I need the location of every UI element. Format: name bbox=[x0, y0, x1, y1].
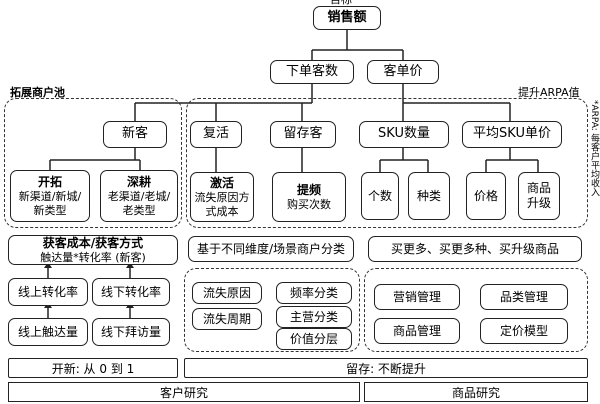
activate-desc: 流失原因方式成本 bbox=[194, 190, 250, 218]
new-bar: 开新: 从 0 到 1 bbox=[8, 358, 178, 378]
reactivate-node: 复活 bbox=[190, 121, 242, 148]
sales-node: 销售额 bbox=[313, 6, 381, 30]
classification-group bbox=[184, 268, 360, 352]
activate-title: 激活 bbox=[209, 175, 234, 190]
acquisition-formula: 触达量*转化率 (新客) bbox=[40, 250, 146, 264]
online-conversion-node: 线上转化率 bbox=[8, 278, 88, 306]
explore-node: 开拓 新渠道/新城/新类型 bbox=[10, 170, 90, 222]
offline-conversion-node: 线下转化率 bbox=[92, 278, 170, 306]
frequency-class-node: 频率分类 bbox=[276, 282, 352, 304]
frequency-desc: 购买次数 bbox=[287, 197, 331, 211]
buy-more-node: 买更多、买更多种、买升级商品 bbox=[368, 236, 582, 262]
frequency-title: 提频 bbox=[296, 182, 321, 197]
churn-reason-node: 流失原因 bbox=[192, 282, 262, 304]
new-customer-node: 新客 bbox=[103, 121, 167, 148]
churn-cycle-node: 流失周期 bbox=[192, 308, 262, 330]
acquisition-node: 获客成本/获客方式 触达量*转化率 (新客) bbox=[8, 235, 178, 265]
top-cut-label: 目标 bbox=[330, 0, 352, 7]
product-research-bar: 商品研究 bbox=[364, 382, 588, 402]
acquisition-title: 获客成本/获客方式 bbox=[42, 235, 144, 250]
left-group-label: 拓展商户池 bbox=[10, 86, 65, 99]
value-tier-node: 价值分层 bbox=[276, 328, 352, 350]
avg-order-value-node: 客单价 bbox=[367, 60, 439, 84]
price-node: 价格 bbox=[466, 172, 506, 220]
right-group bbox=[186, 98, 588, 228]
merchant-classification-node: 基于不同维度/场景商户分类 bbox=[188, 236, 354, 262]
left-group bbox=[4, 98, 182, 228]
category-mgmt-node: 品类管理 bbox=[480, 284, 568, 310]
customer-research-bar: 客户研究 bbox=[8, 382, 360, 402]
frequency-node: 提频 购买次数 bbox=[272, 172, 346, 222]
order-customers-node: 下单客数 bbox=[270, 60, 354, 84]
activate-node: 激活 流失原因方式成本 bbox=[190, 172, 254, 222]
explore-title: 开拓 bbox=[37, 174, 62, 189]
offline-visits-node: 线下拜访量 bbox=[92, 318, 170, 346]
deepen-desc: 老渠道/老城/老类型 bbox=[107, 189, 171, 217]
retain-bar: 留存: 不断提升 bbox=[184, 358, 588, 378]
explore-desc: 新渠道/新城/新类型 bbox=[18, 189, 82, 217]
right-group-label: 提升ARPA值 bbox=[518, 86, 580, 99]
sku-count-node: SKU数量 bbox=[359, 121, 449, 148]
avg-sku-price-node: 平均SKU单价 bbox=[462, 121, 562, 148]
product-mgmt-node: 商品管理 bbox=[374, 318, 460, 344]
count-node: 个数 bbox=[361, 172, 399, 220]
retained-customer-node: 留存客 bbox=[270, 121, 336, 148]
product-group bbox=[364, 268, 588, 352]
deepen-title: 深耕 bbox=[126, 174, 151, 189]
main-business-class-node: 主营分类 bbox=[276, 306, 352, 328]
category-node: 种类 bbox=[408, 172, 450, 220]
deepen-node: 深耕 老渠道/老城/老类型 bbox=[100, 170, 178, 222]
upgrade-node: 商品升级 bbox=[518, 172, 560, 220]
marketing-mgmt-node: 营销管理 bbox=[374, 284, 460, 310]
online-reach-node: 线上触达量 bbox=[8, 318, 88, 346]
pricing-model-node: 定价模型 bbox=[480, 318, 568, 344]
arpa-side-label: *ARPA: 每客户平均收入 bbox=[589, 100, 599, 197]
upgrade-label: 商品升级 bbox=[526, 181, 551, 210]
